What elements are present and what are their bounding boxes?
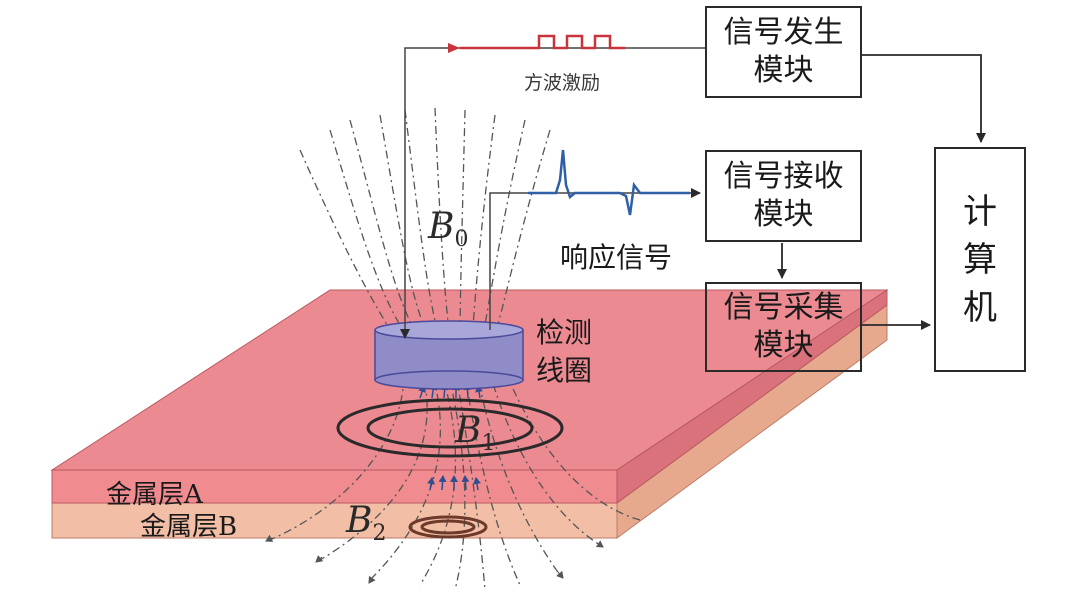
- field-b1-label: B1: [455, 410, 496, 457]
- field-b2-label: B2: [346, 500, 387, 547]
- metal-layer-b: [51, 304, 888, 539]
- signal-acquisition-box: 信号采集 模块: [705, 282, 862, 372]
- computer-char-2: 算: [963, 239, 997, 280]
- response-waveform: [528, 149, 690, 216]
- signal-acquisition-line-1: 信号采集: [723, 290, 844, 325]
- block-connections: [777, 54, 986, 330]
- signal-receiver-line-1: 信号接收: [723, 159, 844, 194]
- computer-char-3: 机: [963, 287, 997, 328]
- metal-layer-b-label: 金属层B: [140, 512, 238, 542]
- signal-receiver-box: 信号接收 模块: [705, 150, 862, 242]
- detection-coil: [374, 320, 524, 390]
- eddy-current-rings-b: [408, 515, 488, 539]
- coil-leads: [400, 47, 705, 339]
- eddy-current-rings-a: [336, 398, 564, 458]
- signal-generator-box: 信号发生 模块: [705, 6, 862, 98]
- signal-receiver-line-2: 模块: [753, 197, 814, 232]
- square-wave-label: 方波激励: [524, 72, 601, 94]
- square-wave-excitation: [448, 34, 625, 53]
- detection-coil-line-1: 检测: [536, 316, 593, 349]
- signal-acquisition-line-2: 模块: [753, 328, 814, 363]
- computer-char-1: 计: [963, 191, 997, 232]
- field-b0-label: B0: [428, 206, 469, 253]
- computer-box: 计 算 机: [934, 147, 1026, 372]
- gen-to-computer: [862, 54, 986, 143]
- signal-generator-line-1: 信号发生: [723, 15, 844, 50]
- signal-generator-line-2: 模块: [753, 53, 814, 88]
- layer-a-side: [616, 289, 888, 504]
- detection-coil-label: 检测 线圈: [536, 314, 592, 390]
- metal-layer-a-label: 金属层A: [106, 480, 203, 510]
- response-signal-label: 响应信号: [560, 241, 673, 274]
- detection-coil-line-2: 线圈: [536, 354, 593, 387]
- field-line-endpoints: [265, 534, 604, 584]
